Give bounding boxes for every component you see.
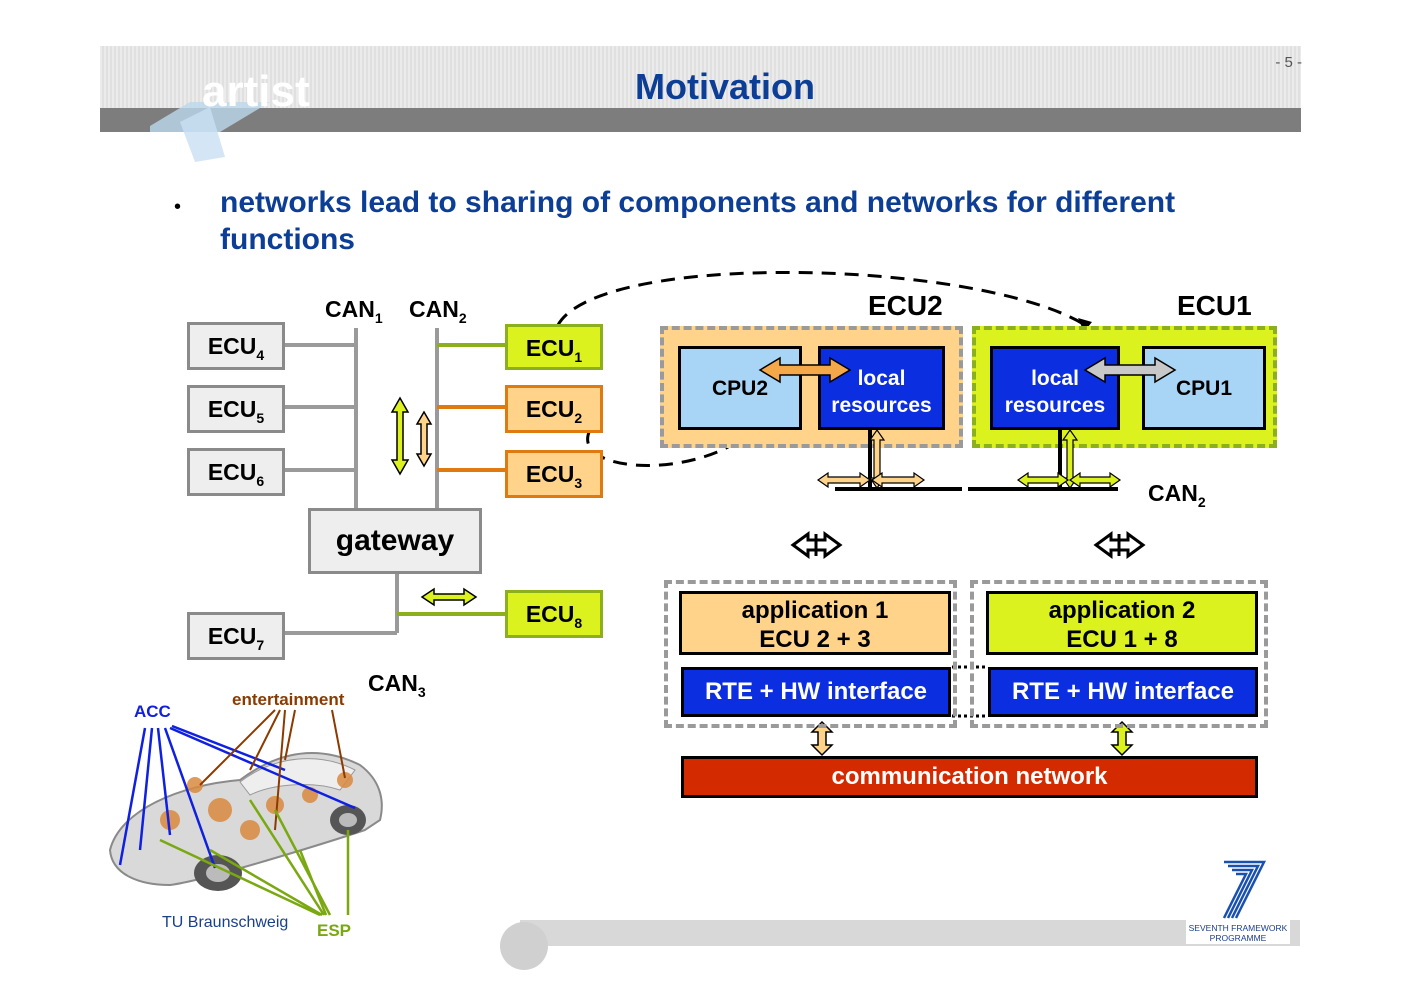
ecu4-box: ECU4: [187, 322, 285, 370]
double-arrow-icon: [816, 471, 872, 489]
double-arrow-icon: [1110, 720, 1134, 757]
ecu5-box: ECU5: [187, 385, 285, 433]
communication-network-box: communication network: [681, 756, 1258, 798]
footer-bar: [520, 920, 1300, 946]
entertainment-label: entertainment: [232, 690, 345, 709]
cpu2-box: CPU2: [678, 346, 802, 430]
app1-stack-border: [664, 580, 957, 728]
fp7-line1: SEVENTH FRAMEWORK: [1189, 923, 1288, 933]
artist-logo: artist: [150, 67, 310, 162]
double-arrow-icon: [1068, 471, 1122, 489]
fp7-line2: PROGRAMME: [1210, 933, 1267, 943]
page-title: Motivation: [635, 66, 815, 107]
ecu7-box: ECU7: [187, 612, 285, 660]
title-strip: [100, 108, 1301, 132]
double-arrow-icon: [758, 356, 852, 384]
can1-label: CAN1: [325, 296, 383, 326]
double-arrow-icon: [1016, 471, 1070, 489]
esp-label: ESP: [317, 921, 352, 940]
can3-label: CAN3: [368, 670, 426, 700]
rte-hw-interface-2: RTE + HW interface: [988, 667, 1258, 717]
rte-hw-interface-1: RTE + HW interface: [681, 667, 951, 717]
cpu1-box: CPU1: [1142, 346, 1266, 430]
fp7-logo: SEVENTH FRAMEWORK PROGRAMME: [1186, 856, 1290, 944]
car-illustration: [108, 709, 383, 917]
ecu1-title: ECU1: [1177, 290, 1252, 321]
bullet-text: networks lead to sharing of components a…: [220, 186, 1176, 256]
ecu2-box: ECU2: [505, 385, 603, 433]
acc-label: ACC: [134, 702, 171, 721]
gateway-box: gateway: [308, 508, 482, 574]
ecu2-title: ECU2: [868, 290, 943, 321]
ecu1-box: ECU1: [505, 324, 603, 370]
ecu8-box: ECU8: [505, 590, 603, 638]
bullet-icon: •: [174, 196, 182, 218]
can2-label: CAN2: [409, 296, 467, 326]
double-arrow-icon: [870, 471, 926, 489]
double-arrow-icon: [390, 396, 433, 476]
double-arrow-icon: [1083, 356, 1177, 384]
ecu3-box: ECU3: [505, 450, 603, 498]
logo-text: artist: [202, 67, 310, 116]
hollow-arrow-icon: [790, 531, 1146, 559]
credit-text: TU Braunschweig: [162, 914, 289, 931]
double-arrow-icon: [420, 587, 478, 607]
can2-right-label: CAN2: [1148, 480, 1206, 510]
page-number: - 5 -: [1275, 54, 1302, 71]
ecu6-box: ECU6: [187, 448, 285, 496]
title-bar: [100, 46, 1301, 108]
app2-stack-border: [970, 580, 1268, 728]
double-arrow-icon: [810, 720, 834, 757]
footer-circle: [500, 922, 548, 970]
double-arrow-icon: [868, 428, 886, 490]
double-arrow-icon: [1061, 428, 1079, 490]
